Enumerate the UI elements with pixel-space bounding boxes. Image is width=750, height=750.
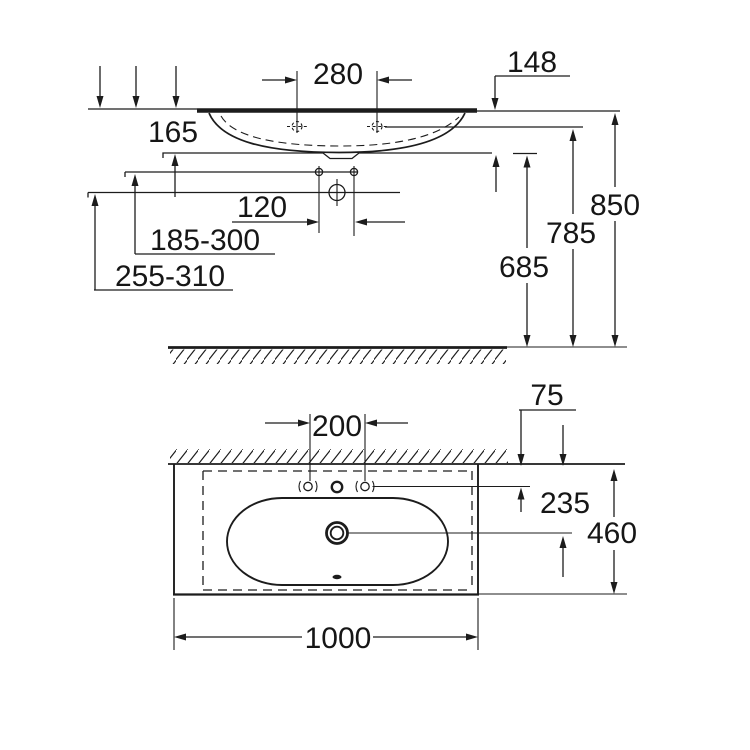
dim-255-310-label: 255-310 — [115, 260, 225, 293]
dim-185-300: 185-300 — [131, 174, 275, 257]
tap-hole-left-plan — [303, 481, 313, 492]
dim-185-300-label: 185-300 — [150, 224, 260, 257]
bowl-bottom-line-with-outlet — [162, 152, 492, 160]
dim-460-label: 460 — [587, 517, 637, 550]
dim-75-label: 75 — [530, 379, 563, 412]
dim-120: 120 — [232, 191, 405, 226]
dim-148: 148 — [491, 46, 570, 192]
left-reference-arrows — [96, 66, 180, 108]
dim-1000-label: 1000 — [305, 622, 372, 655]
dim-785: 785 — [385, 126, 596, 347]
dim-685-label: 685 — [499, 251, 549, 284]
dim-235-label: 235 — [540, 487, 590, 520]
fixing-holes — [124, 166, 359, 236]
tap-hole-right-plan — [360, 481, 370, 492]
tap-hole-right-front — [367, 71, 387, 133]
dim-460: 460 — [587, 469, 637, 594]
dim-148-label: 148 — [507, 46, 557, 79]
dim-75: 75 — [517, 379, 576, 512]
counter-outline — [173, 464, 627, 596]
counter-dashed-inset — [202, 470, 473, 591]
wall — [168, 449, 625, 465]
dim-200: 200 — [265, 410, 408, 443]
dim-255-310: 255-310 — [91, 194, 233, 293]
tap-holes-plan — [298, 414, 530, 494]
dim-1000: 1000 — [173, 598, 479, 655]
floor-hatching — [170, 349, 506, 364]
dim-850: 850 — [590, 113, 640, 347]
overflow-slot — [332, 574, 342, 580]
floor — [168, 346, 627, 364]
dim-165-label: 165 — [148, 116, 198, 149]
dim-280: 280 — [262, 58, 412, 91]
fixing-hole-right — [349, 167, 359, 177]
tap-hole-center-plan — [330, 480, 344, 494]
drain-outer-circle — [325, 521, 349, 545]
basin-oval — [226, 497, 449, 586]
dim-280-label: 280 — [313, 58, 363, 91]
trap-circle — [328, 183, 346, 202]
drain — [325, 521, 572, 545]
plan-view: 200 75 235 — [168, 379, 637, 655]
dim-850-label: 850 — [590, 189, 640, 222]
bowl-outline — [208, 112, 466, 154]
trap-outlet — [87, 179, 400, 206]
dim-200-label: 200 — [312, 410, 362, 443]
bowl-inner-dashed — [220, 115, 460, 147]
fixing-hole-left — [314, 167, 324, 177]
tap-hole-left-front — [287, 71, 307, 133]
dim-685: 685 — [499, 155, 549, 347]
front-elevation-view: 280 165 — [87, 46, 640, 364]
dim-235: 235 — [540, 425, 590, 577]
dim-165: 165 — [148, 116, 198, 197]
dim-120-label: 120 — [237, 191, 287, 224]
dim-785-label: 785 — [546, 217, 596, 250]
drain-inner-circle — [329, 525, 345, 541]
wall-hatching — [170, 449, 508, 463]
